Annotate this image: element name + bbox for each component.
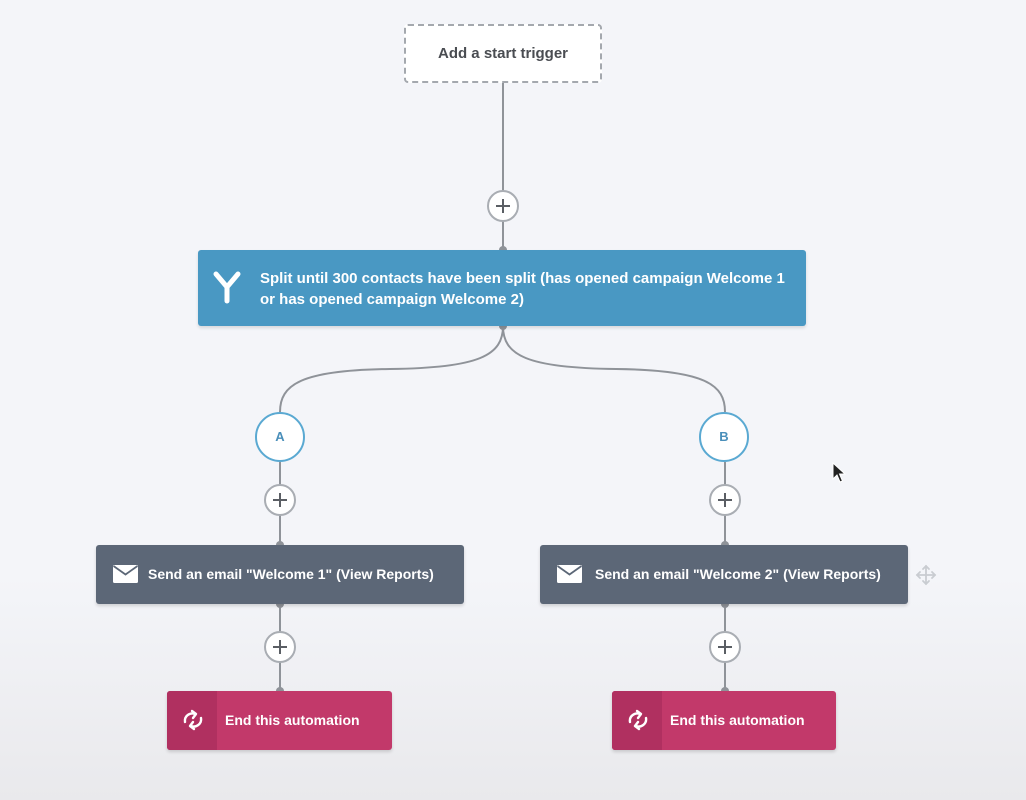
add-step-plus-icon[interactable] — [264, 484, 296, 516]
loop-arrows-icon — [612, 691, 662, 750]
split-action-node[interactable]: Split until 300 contacts have been split… — [198, 250, 806, 326]
add-step-plus-icon[interactable] — [709, 484, 741, 516]
mouse-pointer-icon — [832, 462, 846, 483]
send-email-welcome-2-node[interactable]: Send an email "Welcome 2" (View Reports) — [540, 545, 908, 604]
trigger-label: Add a start trigger — [437, 45, 569, 62]
split-icon — [213, 271, 241, 304]
end-automation-label: End this automation — [225, 712, 360, 728]
add-step-plus-icon[interactable] — [709, 631, 741, 663]
send-email-label: Send an email "Welcome 1" (View Reports) — [148, 566, 434, 582]
add-step-plus-icon[interactable] — [487, 190, 519, 222]
branch-a-node[interactable]: A — [255, 412, 305, 462]
split-label: Split until 300 contacts have been split… — [260, 270, 785, 308]
end-automation-node[interactable]: End this automation — [612, 691, 836, 750]
envelope-icon — [557, 565, 582, 583]
add-start-trigger-button[interactable]: Add a start trigger — [404, 24, 602, 83]
envelope-icon — [113, 565, 138, 583]
end-automation-node[interactable]: End this automation — [167, 691, 392, 750]
branch-b-node[interactable]: B — [699, 412, 749, 462]
send-email-welcome-1-node[interactable]: Send an email "Welcome 1" (View Reports) — [96, 545, 464, 604]
loop-arrows-icon — [167, 691, 217, 750]
add-step-plus-icon[interactable] — [264, 631, 296, 663]
end-automation-label: End this automation — [670, 712, 805, 728]
send-email-label: Send an email "Welcome 2" (View Reports) — [595, 566, 881, 582]
move-handle-icon[interactable] — [914, 563, 938, 587]
